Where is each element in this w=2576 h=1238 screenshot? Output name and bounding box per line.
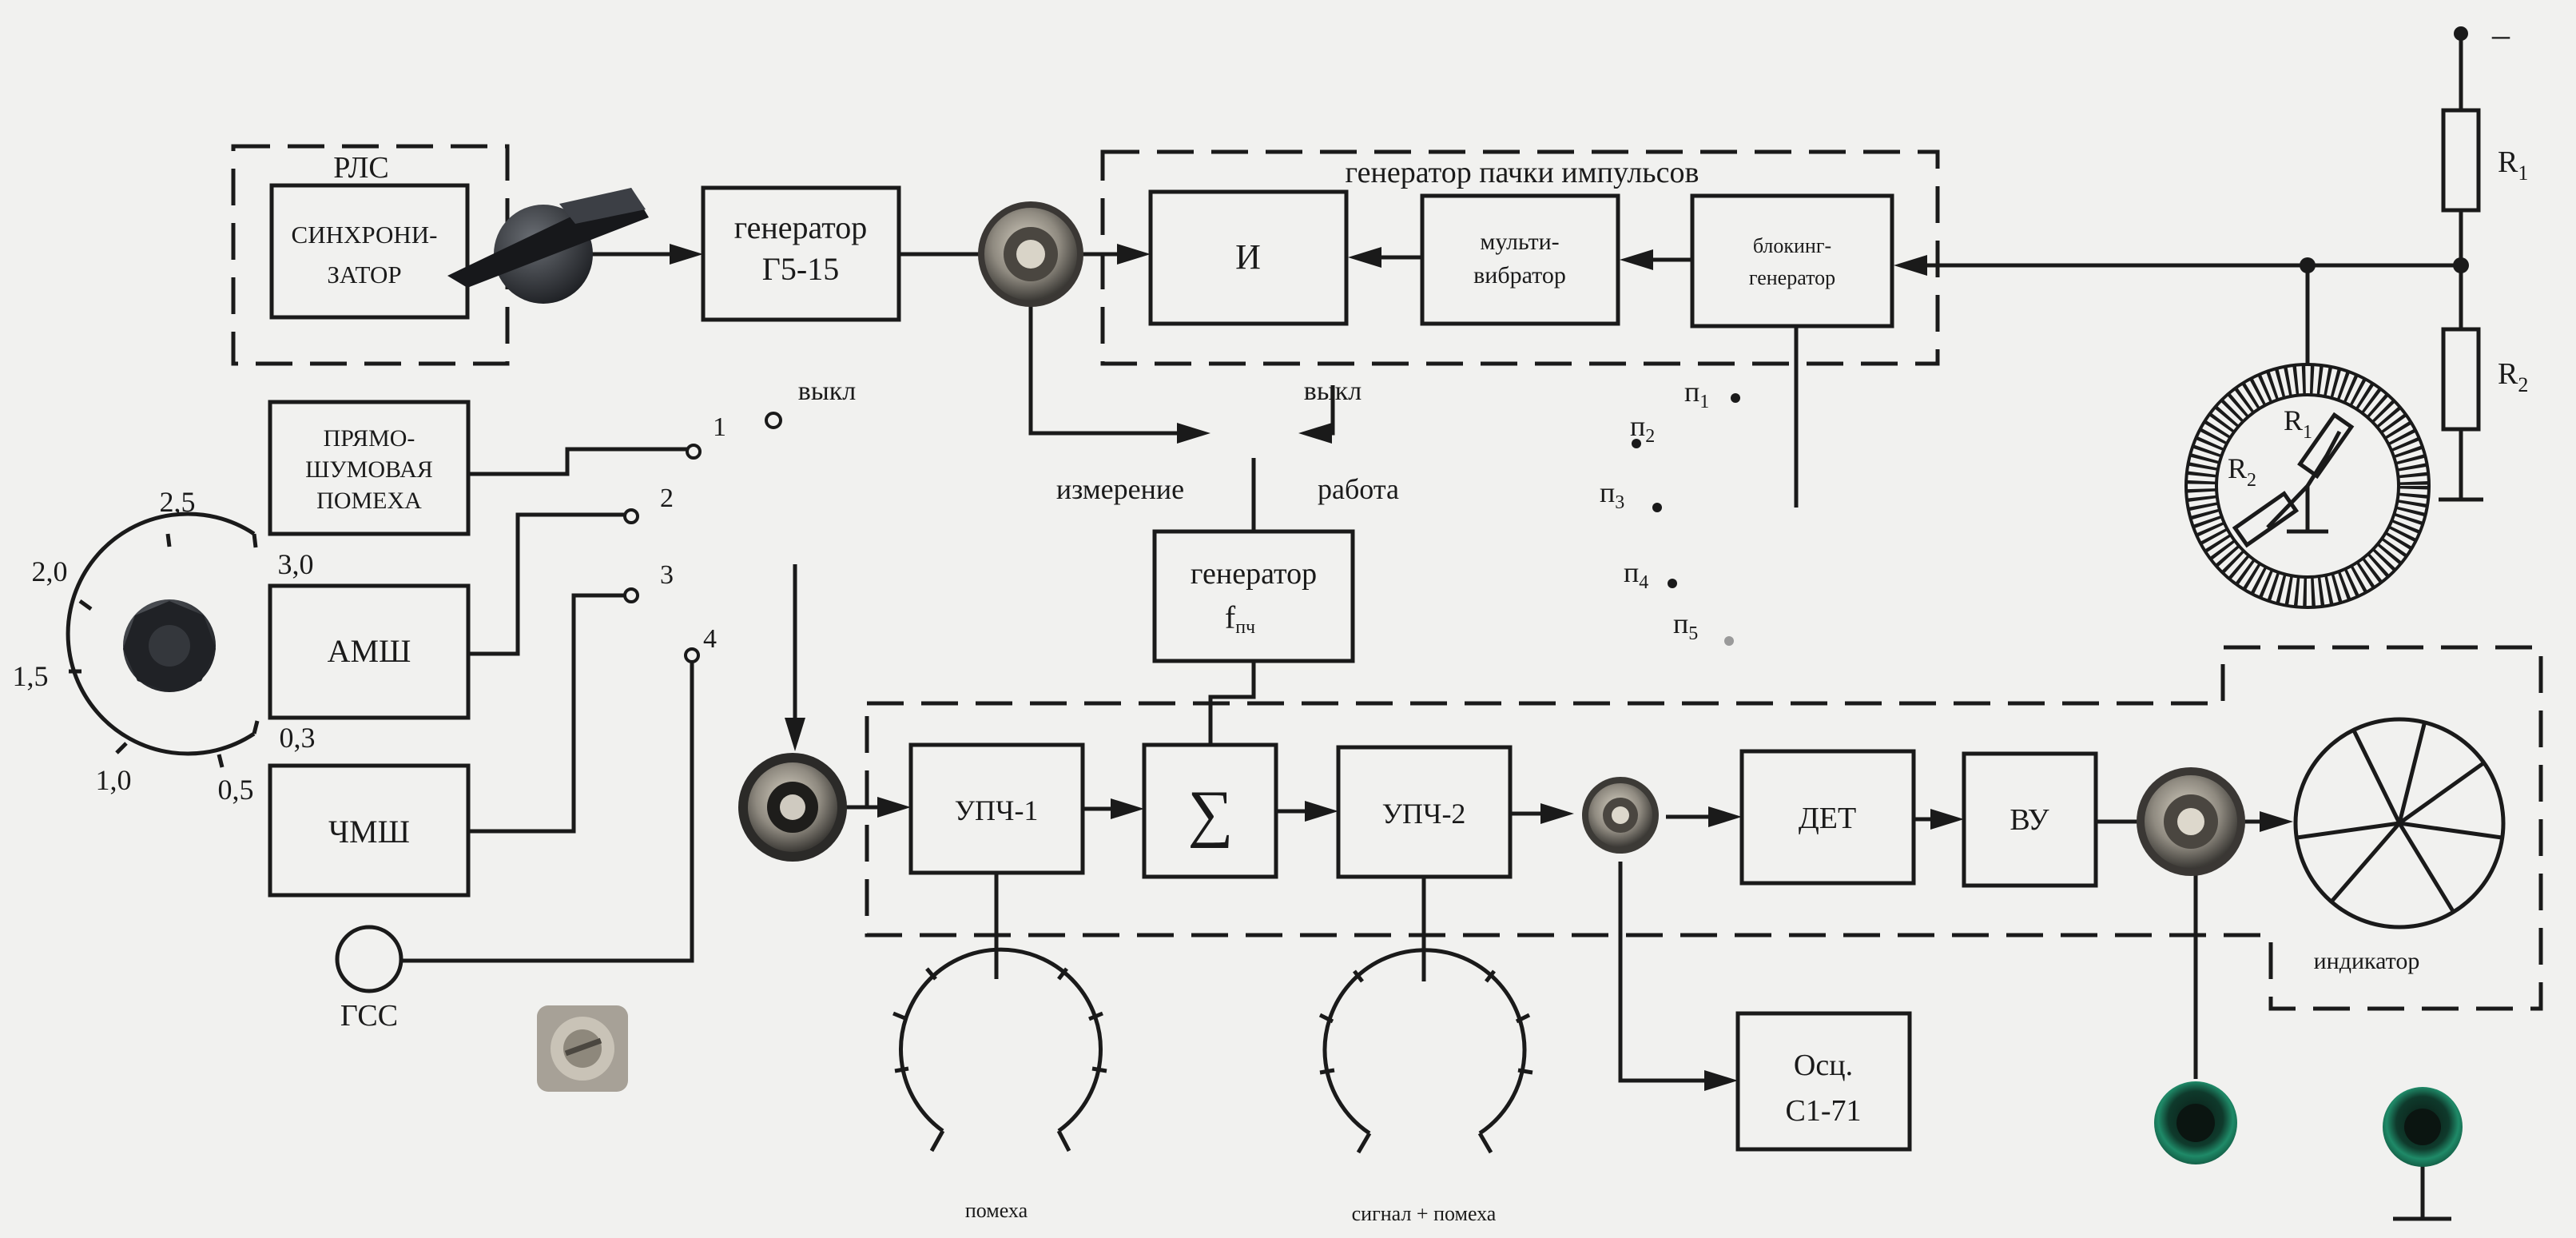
generator-g5-15-line1: генератор bbox=[734, 209, 867, 245]
pulse-generator-group-frame: генератор пачки импульсов bbox=[1103, 152, 1938, 364]
bnc-connector-output[interactable] bbox=[2137, 767, 2245, 876]
upch2-label: УПЧ-2 bbox=[1382, 798, 1466, 830]
noise-gain-label: помеха bbox=[965, 1199, 1028, 1222]
if-generator-line1: генератор bbox=[1191, 557, 1317, 591]
direct-noise-line1: ПРЯМО- bbox=[324, 425, 415, 452]
direct-noise-line3: ПОМЕХА bbox=[316, 488, 422, 514]
r1-label: R1 bbox=[2498, 145, 2528, 185]
synchronizer-block: СИНХРОНИ- ЗАТОР bbox=[272, 185, 467, 317]
bnc-connector-input[interactable] bbox=[738, 753, 847, 862]
noise-level-knob[interactable] bbox=[123, 599, 216, 692]
potentiometer-schematic: R1 R2 bbox=[2228, 404, 2351, 545]
work-label: работа bbox=[1318, 473, 1399, 505]
switch-position-1: 1 bbox=[713, 412, 726, 442]
noise-gain-dial[interactable]: помеха bbox=[893, 949, 1107, 1222]
tap-p1: п1 bbox=[1684, 376, 1709, 412]
mode-selector-knob[interactable] bbox=[447, 188, 649, 304]
test-socket-1[interactable] bbox=[2154, 1081, 2237, 1164]
upch2-block: УПЧ-2 bbox=[1338, 747, 1510, 877]
summer-block: ∑ bbox=[1144, 745, 1276, 877]
gss-label: ГСС bbox=[340, 999, 398, 1033]
signal-noise-gain-dial[interactable]: сигнал + помеха bbox=[1320, 950, 1532, 1225]
summer-symbol: ∑ bbox=[1187, 778, 1233, 849]
amsh-label: АМШ bbox=[328, 633, 411, 669]
scale-2-5: 2,5 bbox=[160, 486, 196, 518]
blocking-generator-line2: генератор bbox=[1749, 266, 1835, 289]
synchronizer-label-line1: СИНХРОНИ- bbox=[292, 221, 438, 249]
scale-2-0: 2,0 bbox=[32, 555, 68, 587]
bnc-connector-mid[interactable] bbox=[1582, 777, 1659, 854]
synchronizer-label-line2: ЗАТОР bbox=[327, 261, 401, 289]
direct-noise-block: ПРЯМО- ШУМОВАЯ ПОМЕХА bbox=[270, 402, 468, 534]
potentiometer-dial[interactable]: R1 R2 bbox=[2186, 364, 2429, 607]
multivibrator-block: мульти- вибратор bbox=[1422, 196, 1618, 324]
scale-3-0: 3,0 bbox=[278, 548, 314, 580]
minus-terminal-label: – bbox=[2491, 15, 2510, 54]
oscilloscope-block: Осц. С1-71 bbox=[1738, 1013, 1910, 1149]
switch-position-3: 3 bbox=[660, 560, 674, 590]
scale-1-0: 1,0 bbox=[96, 764, 132, 796]
r2-label: R2 bbox=[2498, 357, 2528, 396]
if-generator-line2: fпч bbox=[1225, 599, 1255, 638]
chmsh-block: ЧМШ bbox=[270, 766, 468, 895]
multivibrator-line2: вибратор bbox=[1473, 262, 1566, 289]
oscilloscope-line1: Осц. bbox=[1794, 1049, 1853, 1082]
switch-position-2: 2 bbox=[660, 484, 674, 513]
amsh-block: АМШ bbox=[270, 586, 468, 718]
gss-jack[interactable]: ГСС bbox=[337, 927, 401, 1033]
pulse-generator-label: генератор пачки импульсов bbox=[1346, 156, 1699, 189]
oscilloscope-line2: С1-71 bbox=[1786, 1094, 1862, 1128]
ground-terminal-screw[interactable] bbox=[537, 1005, 628, 1092]
blocking-generator-line1: блокинг- bbox=[1753, 234, 1831, 257]
indicator-label: индикатор bbox=[2314, 948, 2420, 974]
scale-1-5: 1,5 bbox=[13, 660, 49, 692]
generator-g5-15-line2: Г5-15 bbox=[762, 251, 839, 287]
indicator-display: индикатор bbox=[2296, 719, 2503, 974]
tap-p4: п4 bbox=[1624, 556, 1648, 593]
bnc-connector-top[interactable] bbox=[978, 201, 1083, 307]
and-gate-block: И bbox=[1151, 192, 1346, 324]
direct-noise-line2: ШУМОВАЯ bbox=[305, 456, 433, 483]
pot-r2-label: R2 bbox=[2228, 452, 2256, 491]
vu-label: ВУ bbox=[2010, 803, 2049, 837]
scale-0-5: 0,5 bbox=[218, 774, 254, 806]
rls-label: РЛС bbox=[333, 151, 388, 185]
and-gate-label: И bbox=[1235, 237, 1261, 277]
if-generator-block: генератор fпч bbox=[1155, 531, 1353, 661]
detector-label: ДЕТ bbox=[1799, 802, 1856, 835]
upch1-block: УПЧ-1 bbox=[911, 745, 1083, 873]
scale-0-3: 0,3 bbox=[280, 722, 316, 754]
multivibrator-line1: мульти- bbox=[1480, 229, 1559, 255]
tap-selector: п1 п2 п3 п4 п5 bbox=[1600, 376, 1740, 646]
vu-block: ВУ bbox=[1964, 754, 2096, 886]
tap-p5: п5 bbox=[1673, 607, 1698, 644]
off-label-1: выкл bbox=[798, 376, 856, 406]
pot-r1-label: R1 bbox=[2284, 404, 2312, 443]
generator-g5-15-block: генератор Г5-15 bbox=[703, 188, 899, 320]
tap-p3: п3 bbox=[1600, 476, 1624, 513]
chmsh-label: ЧМШ bbox=[328, 814, 410, 850]
upch1-label: УПЧ-1 bbox=[955, 794, 1039, 826]
blocking-generator-block: блокинг- генератор bbox=[1692, 196, 1892, 326]
measure-label: измерение bbox=[1056, 473, 1184, 505]
off-label-2: выкл bbox=[1304, 376, 1362, 406]
detector-block: ДЕТ bbox=[1742, 751, 1914, 883]
off-label-1-group: выкл bbox=[766, 376, 856, 428]
test-socket-2[interactable] bbox=[2383, 1087, 2463, 1167]
switch-position-4: 4 bbox=[703, 624, 717, 654]
signal-noise-gain-label: сигнал + помеха bbox=[1352, 1202, 1497, 1225]
receiver-group-frame bbox=[867, 647, 2541, 1009]
